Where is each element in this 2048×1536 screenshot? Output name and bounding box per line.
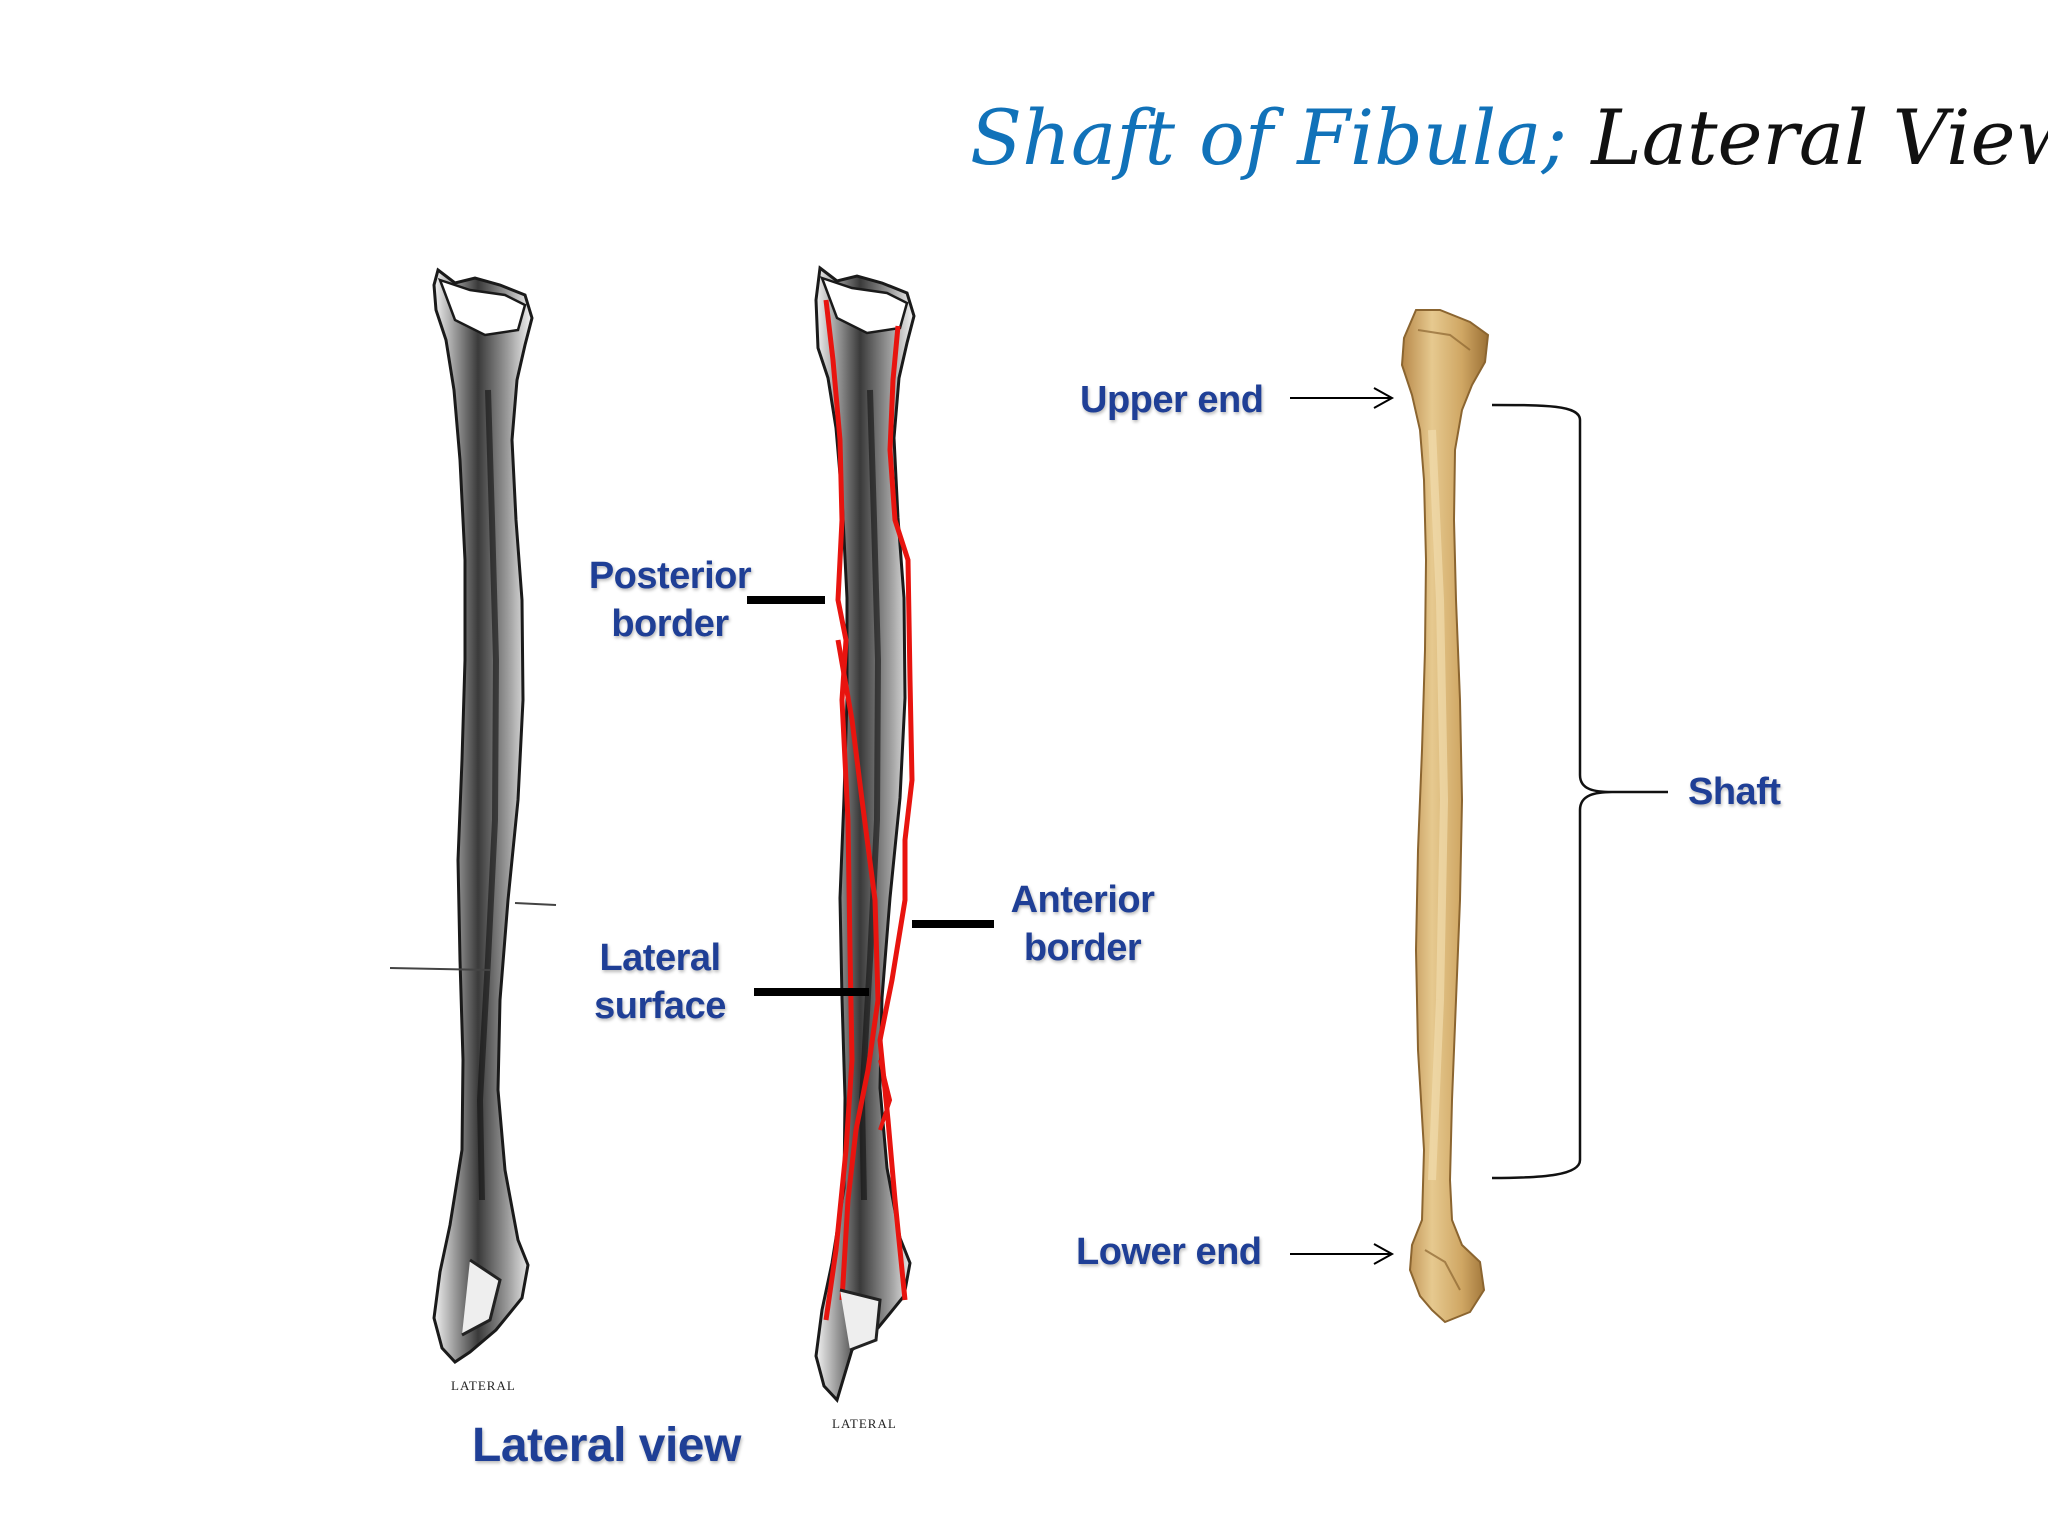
lateral-surface-pointer: [754, 988, 869, 996]
anterior-pointer: [912, 920, 994, 928]
title-part-blue: Shaft of Fibula;: [970, 93, 1568, 182]
anterior-border-label: Anterior border: [995, 876, 1170, 972]
posterior-border-line: [823, 299, 855, 1321]
lateral-surface-label-line2: surface: [594, 985, 726, 1027]
shaft-label: Shaft: [1688, 771, 1781, 813]
lateral-surface-label: Lateral surface: [575, 934, 745, 1030]
posterior-pointer: [747, 596, 825, 604]
fibula-illustration-right: [1400, 309, 1490, 1324]
upper-end-label: Upper end: [1080, 379, 1264, 421]
lateral-view-caption: Lateral view: [472, 1419, 741, 1472]
small-lateral-caption-middle: LATERAL: [832, 1416, 897, 1431]
posterior-border-label: Posterior border: [580, 552, 760, 648]
slide-title: Shaft of Fibula; Lateral View: [970, 100, 2048, 176]
posterior-border-label-line1: Posterior: [588, 555, 752, 597]
lower-end-arrow: [1290, 1243, 1395, 1265]
lateral-surface-label-line1: Lateral: [599, 937, 721, 979]
upper-end-arrow: [1290, 387, 1395, 409]
lateral-surface-line: [835, 639, 881, 1301]
anterior-border-label-line1: Anterior: [1010, 879, 1155, 921]
posterior-border-label-line2: border: [611, 603, 729, 645]
small-lateral-caption-left: LATERAL: [451, 1378, 516, 1393]
shaft-brace: [1491, 403, 1668, 1180]
title-part-black: Lateral View: [1591, 93, 2048, 182]
anterior-border-label-line2: border: [1023, 927, 1142, 969]
lower-end-label: Lower end: [1076, 1231, 1262, 1273]
fibula-drawing-middle: [814, 265, 916, 1403]
fibula-drawing-left: [389, 267, 557, 1364]
